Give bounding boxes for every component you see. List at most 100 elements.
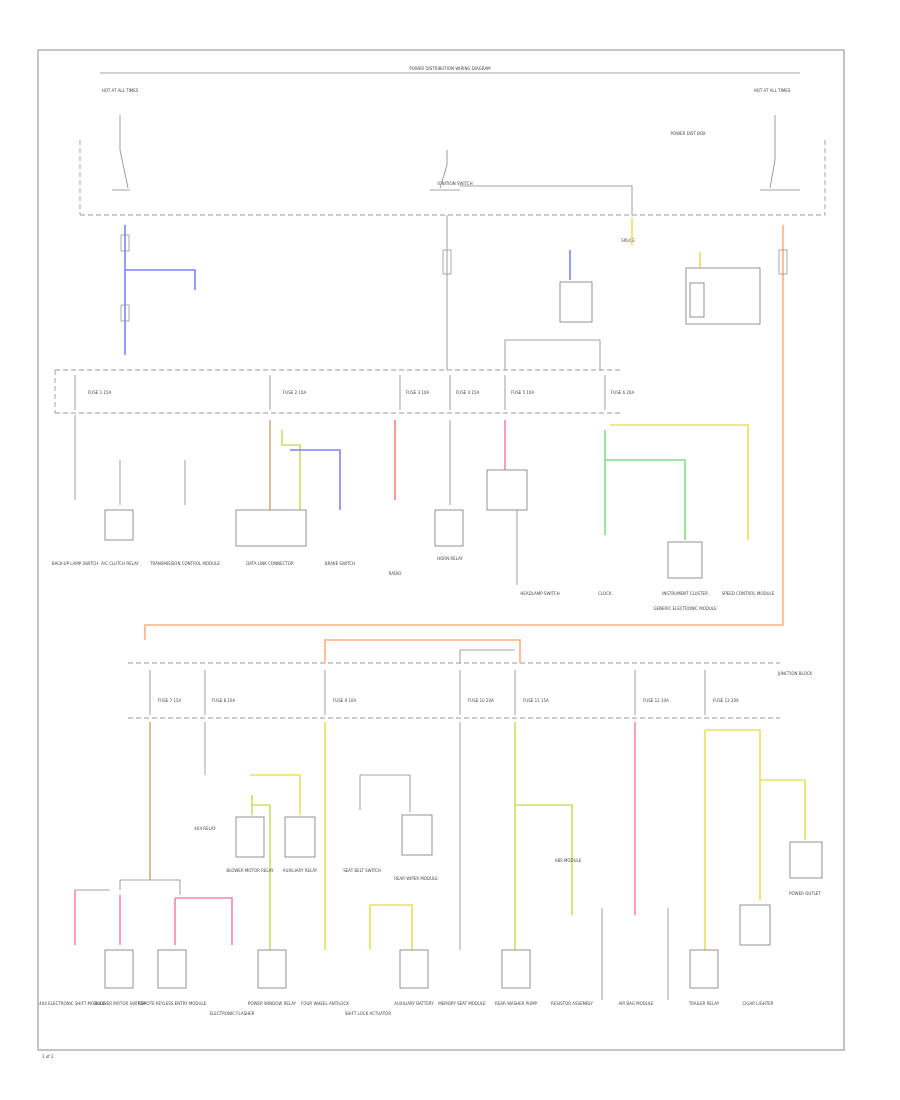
bcomp-cigar: CIGAR LIGHTER [742,1001,773,1006]
bcomp-aux-battery: AUXILIARY BATTERY [394,1001,434,1006]
bbox-10 [399,949,429,989]
comp-radio: RADIO [389,571,402,576]
comp-backup-lamp: BACK-UP LAMP SWITCH [52,561,98,566]
hot-label-left: HOT AT ALL TIMES [102,88,139,93]
right-top-inner [689,282,705,318]
bbox-5 [257,949,287,989]
comp2-seat-belt: SEAT BELT SWITCH [343,868,381,873]
comp-speed-control: SPEED CONTROL MODULE [722,591,775,596]
fuse-3-label: FUSE 3 10A [406,390,429,395]
fuses-row-2: FUSE 7 15A FUSE 8 10A FUSE 9 10A FUSE 10… [149,670,739,715]
comp-brake: BRAKE SWITCH [325,561,355,566]
wire-abs-green [514,722,573,950]
fuse-4-label: FUSE 4 15A [456,390,479,395]
bcomp-power-outlet: POWER OUTLET [789,891,821,896]
fuse-8-label: FUSE 8 10A [212,698,235,703]
header-text: POWER DISTRIBUTION WIRING DIAGRAM [409,66,491,71]
box-resistor [739,904,771,946]
wire-blower-green [251,795,271,950]
fuse-5-label: FUSE 5 10A [511,390,534,395]
bcomp-antilock: FOUR WHEEL ANTILOCK [301,1001,349,1006]
switch-center [430,150,633,215]
bcomp-airbag: AIR BAG MODULE [618,1001,654,1006]
hot-label-right: HOT AT ALL TIMES [754,88,791,93]
fuse-12-label: FUSE 12 10A [643,698,669,703]
bcomp-shift-lock: SHIFT LOCK ACTUATOR [345,1011,391,1016]
fuse-9-label: FUSE 9 10A [333,698,356,703]
comp2-rear-wiper: REAR WIPER MODULE [394,876,438,881]
comp-horn-relay: HORN RELAY [437,556,463,561]
orange-wire-right [144,225,784,640]
wire-seat-belt [359,774,411,812]
fuse-10-label: FUSE 10 20A [468,698,494,703]
comp-clock: CLOCK [598,591,612,596]
fuse-bus-top-right [504,339,601,370]
comp2-aux-relay: AUXILIARY RELAY [283,868,318,873]
comp-headlamp: HEADLAMP SWITCH [520,591,559,596]
bcomp-flasher: ELECTRONIC FLASHER [210,1011,255,1016]
lower-bus-center-jumper [459,649,515,663]
bcomp-power-window: POWER WINDOW RELAY [248,1001,297,1006]
splice-label: SPLICE [621,238,635,243]
ignition-switch-label: IGNITION SWITCH [437,181,472,186]
wire-rke-yellow [369,904,413,950]
fuse-13-label: FUSE 13 20A [713,698,739,703]
bcomp-blower-switch: BLOWER MOTOR SWITCH [95,1001,145,1006]
bcomp-rke: REMOTE KEYLESS ENTRY MODULE [138,1001,207,1006]
bbox-2 [104,949,134,989]
bcomp-trailer: TRAILER RELAY [688,1001,720,1006]
comp-dlc: DATA LINK CONNECTOR [246,561,294,566]
comp-inst-cluster: INSTRUMENT CLUSTER [662,591,708,596]
comp2-abs: ABS MODULE [555,858,582,863]
box-rear-wiper [401,814,433,856]
components-bottom: 4X4 ELECTRONIC SHIFT MODULE BLOWER MOTOR… [39,891,821,1016]
wire-blower-yellow [250,774,301,815]
comp-ac-clutch: A/C CLUTCH RELAY [101,561,139,566]
wire-dlc-green [281,430,301,510]
blue-wire-connector-2 [120,304,130,322]
box-ac-clutch [104,509,134,541]
wire-clock-green [604,430,686,540]
cluster-frame [119,879,181,895]
switch-left [112,115,130,191]
bottom-boxes [104,908,719,1000]
comp2-blower-relay: BLOWER MOTOR RELAY [226,868,274,873]
diagram-frame [37,49,845,1051]
center-wire-connector [442,249,452,275]
comp2-4x4-relay: 4X4 RELAY [194,826,216,831]
page-code: 1 of 2 [42,1054,54,1059]
wire-battery-yellow [704,729,806,950]
bcomp-memory-seat: MEMORY SEAT MODULE [438,1001,486,1006]
bbox-12 [501,949,531,989]
fuse-7-label: FUSE 7 15A [158,698,181,703]
components-row-2: 4X4 RELAY BLOWER MOTOR RELAY AUXILIARY R… [194,826,582,881]
box-power-outlet [789,841,823,879]
right-top-box [685,267,761,325]
box-blower-relay [235,816,265,858]
wire-rke-pink [174,897,233,945]
bbox-open-left [601,908,669,1000]
bcomp-rear-washer: REAR WASHER PUMP [495,1001,537,1006]
orange-wire-connector [778,249,788,275]
wire-brake-blue [290,449,341,510]
components-row-1: BACK-UP LAMP SWITCH A/C CLUTCH RELAY TRA… [52,556,775,611]
comp-tcm: TRANSMISSION CONTROL MODULE [149,561,220,566]
fuse-11-label: FUSE 11 15A [523,698,549,703]
fuse-2-label: FUSE 2 10A [283,390,306,395]
lower-bus-orange-jumper [324,639,521,663]
fuse-1-label: FUSE 1 15A [88,390,111,395]
wire-speed-yellow [610,424,749,540]
switch-right [760,115,800,191]
bcomp-resistor: RESISTOR ASSEMBLY [551,1001,593,1006]
fuse-box-label: POWER DIST BOX [671,131,706,136]
box-gem [667,541,703,579]
bbox-3 [157,949,187,989]
box-dlc [235,509,307,547]
blue-wire-connector [120,234,130,252]
fuse-6-label: FUSE 6 20A [611,390,634,395]
bcomp-4x4-esm: 4X4 ELECTRONIC SHIFT MODULE [39,1001,105,1006]
box-horn-relay [486,469,528,511]
small-relay-box [559,281,593,323]
junction-block-label: JUNCTION BLOCK [777,671,813,676]
